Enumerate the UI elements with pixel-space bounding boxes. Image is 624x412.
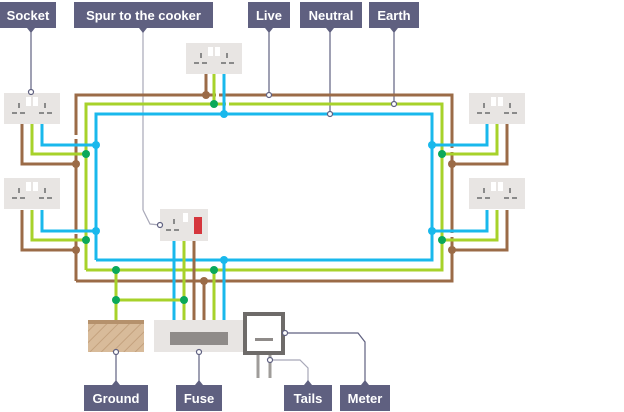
cooker-switch <box>194 217 202 234</box>
wire-crossings <box>74 93 454 237</box>
cooker-spur <box>156 209 208 320</box>
label-live: Live <box>248 2 290 33</box>
ground <box>88 320 144 352</box>
label-ground: Ground <box>84 380 148 411</box>
label-fuse: Fuse <box>176 380 222 411</box>
label-live-text: Live <box>256 8 282 23</box>
label-meter-text: Meter <box>348 391 383 406</box>
label-spur: Spur to the cooker <box>74 2 213 33</box>
fuse-bar <box>170 332 228 345</box>
socket-left-bottom <box>4 178 100 254</box>
socket-top-center <box>186 43 242 118</box>
spur-pointer <box>156 221 164 229</box>
label-ground-text: Ground <box>93 391 140 406</box>
label-neutral-text: Neutral <box>309 8 354 23</box>
label-earth-text: Earth <box>377 8 410 23</box>
live-ring-loop <box>74 93 454 283</box>
socket-right-bottom <box>428 178 525 254</box>
earth-node <box>210 100 218 108</box>
live-node <box>202 91 210 99</box>
socket-left-top <box>4 93 100 168</box>
meter <box>243 312 285 378</box>
label-earth: Earth <box>369 2 419 33</box>
neutral-node <box>220 110 228 118</box>
socket-right-top <box>428 93 525 168</box>
label-socket-text: Socket <box>7 8 50 23</box>
label-fuse-text: Fuse <box>184 391 214 406</box>
leader-lines-bottom <box>115 332 366 384</box>
label-neutral: Neutral <box>300 2 362 33</box>
label-spur-text: Spur to the cooker <box>86 8 201 23</box>
label-tails-text: Tails <box>294 391 323 406</box>
earth-ring-loop <box>84 102 444 272</box>
fuse-box <box>154 320 244 352</box>
ring-feeds <box>200 256 228 320</box>
leader-dots <box>27 88 398 364</box>
earth-to-ground <box>112 266 188 320</box>
earth-ring <box>84 102 444 272</box>
neutral-ring-loop <box>94 112 434 262</box>
live-ring <box>74 93 454 283</box>
label-socket: Socket <box>0 2 56 33</box>
label-meter: Meter <box>340 380 390 411</box>
spur-leader-bend <box>142 209 161 226</box>
neutral-ring <box>94 112 434 262</box>
leader-lines-top <box>30 30 395 226</box>
label-tails: Tails <box>284 380 332 411</box>
